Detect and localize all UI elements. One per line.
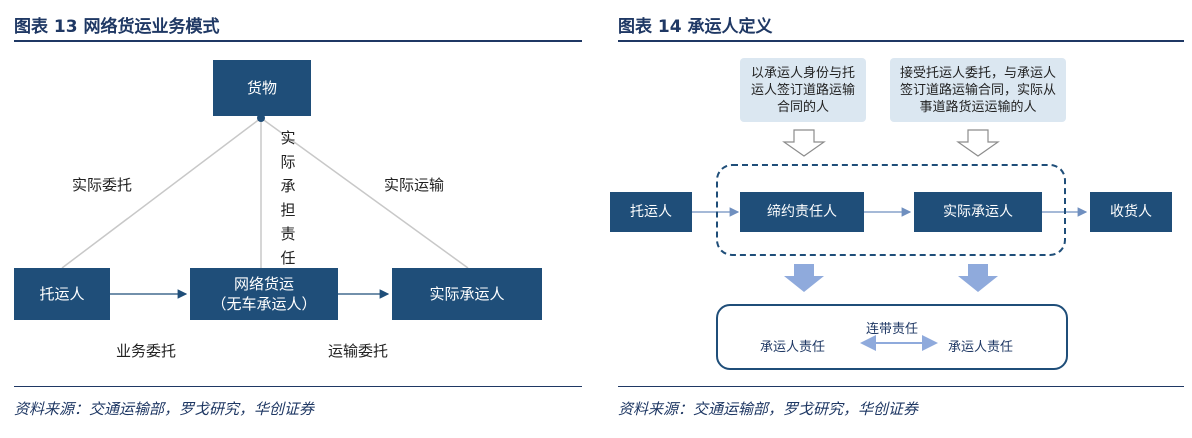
left-connectors	[61, 114, 469, 299]
platform-node-line2: （无车承运人）	[211, 295, 317, 313]
label-actual-transport: 实际运输	[384, 176, 445, 194]
goods-anchor-dot	[257, 114, 265, 122]
title-rule	[618, 40, 1184, 42]
figure-14-source: 资料来源：交通运输部，罗戈研究，华创证券	[618, 400, 919, 418]
source-rule	[14, 386, 582, 387]
title-rule	[14, 40, 582, 42]
label-actual-entrust: 实际委托	[72, 176, 133, 194]
light-arrow-right	[958, 264, 998, 292]
right-figure: 图表 14 承运人定义 以承运人身份与托运人签订道路运输合同的人 接受托运人委托…	[604, 0, 1192, 438]
platform-node-line1: 网络货运	[233, 275, 294, 293]
left-figure: 图表 13 网络货运业务模式 货物 托运人 网络货运 （无车承运人） 实际承运人…	[0, 0, 584, 438]
hollow-arrow-left	[782, 129, 826, 157]
consignee-node: 收货人	[1090, 192, 1172, 232]
line-goods-shipper	[61, 117, 262, 269]
carrier-scope-dashed-box	[716, 164, 1066, 256]
left-carrier-liability-label: 承运人责任	[760, 340, 826, 355]
platform-node: 网络货运 （无车承运人）	[190, 268, 338, 320]
actual-carrier-note: 接受托运人委托，与承运人签订道路运输合同，实际从事道路货运运输的人	[890, 58, 1066, 122]
figure-13-source: 资料来源：交通运输部，罗戈研究，华创证券	[14, 400, 315, 418]
joint-liability-label: 连带责任	[866, 322, 919, 337]
right-carrier-liability-label: 承运人责任	[948, 340, 1014, 355]
hollow-arrow-right	[956, 129, 1000, 157]
responsibility-box	[716, 304, 1068, 370]
light-arrow-left	[784, 264, 824, 292]
contract-carrier-note: 以承运人身份与托运人签订道路运输合同的人	[740, 58, 866, 122]
actual-carrier-node: 实际承运人	[914, 192, 1042, 232]
label-actual-liability: 实际承担责任	[280, 129, 296, 267]
shipper-node: 托运人	[14, 268, 110, 320]
figure-13-title: 图表 13 网络货运业务模式	[14, 17, 220, 37]
shipper-node-right: 托运人	[610, 192, 692, 232]
carrier-node: 实际承运人	[392, 268, 542, 320]
goods-node: 货物	[213, 60, 311, 116]
source-rule	[618, 386, 1184, 387]
label-business-entrust: 业务委托	[116, 342, 177, 360]
right-connectors	[692, 129, 1088, 351]
contract-carrier-node: 缔约责任人	[740, 192, 864, 232]
label-transport-entrust: 运输委托	[328, 342, 389, 360]
line-goods-carrier	[260, 117, 469, 269]
figure-14-title: 图表 14 承运人定义	[618, 17, 773, 37]
